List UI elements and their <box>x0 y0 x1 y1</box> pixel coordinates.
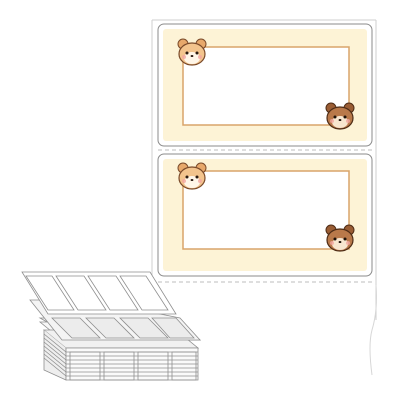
fanfold-stack <box>21 271 202 381</box>
hamster-dark-icon <box>325 224 355 252</box>
hamster-dark-icon <box>325 102 355 130</box>
label-1 <box>157 23 373 147</box>
folded-sheet <box>21 271 201 341</box>
hamster-light-icon <box>177 38 207 66</box>
hamster-light-icon <box>177 162 207 190</box>
label-2 <box>157 153 373 277</box>
